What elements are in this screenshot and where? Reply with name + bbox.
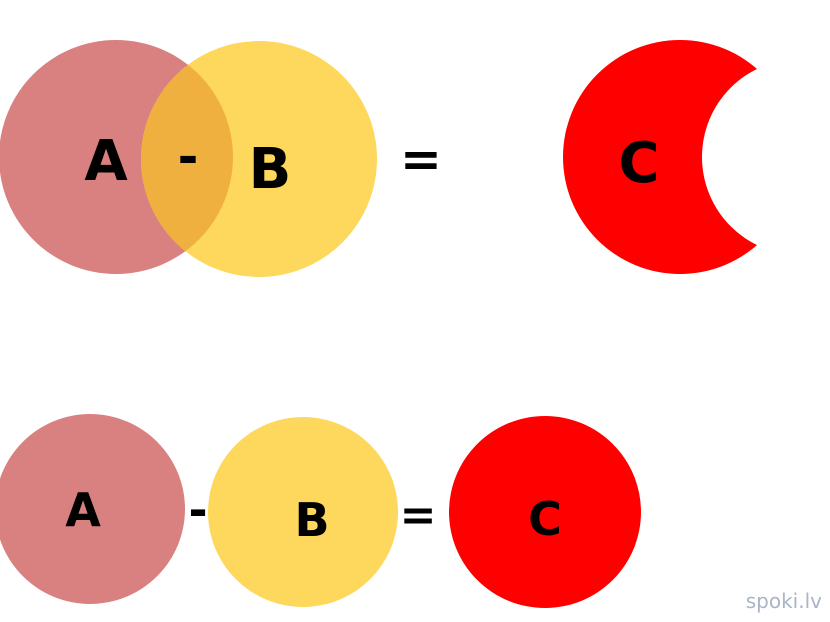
bottom-equation: A - B = C: [0, 414, 641, 608]
top-operator-equals: =: [400, 130, 442, 188]
top-crescent-c: [563, 40, 797, 274]
bottom-circle-a: [0, 414, 185, 604]
top-label-b: B: [249, 137, 292, 202]
top-equation: A - B = C: [0, 40, 797, 277]
top-overlap-region: [141, 41, 233, 274]
bottom-label-a: A: [65, 483, 101, 537]
top-operator-minus: -: [178, 128, 199, 186]
bottom-label-c: C: [528, 492, 562, 546]
top-label-c: C: [618, 131, 659, 196]
bottom-circle-b: [208, 417, 398, 607]
bottom-label-b: B: [294, 493, 329, 547]
watermark-logo: spoki.lv: [746, 589, 822, 613]
bottom-operator-equals: =: [400, 490, 437, 541]
top-label-a: A: [84, 129, 128, 194]
bottom-circle-c: [449, 416, 641, 608]
bottom-operator-minus: -: [188, 483, 207, 537]
